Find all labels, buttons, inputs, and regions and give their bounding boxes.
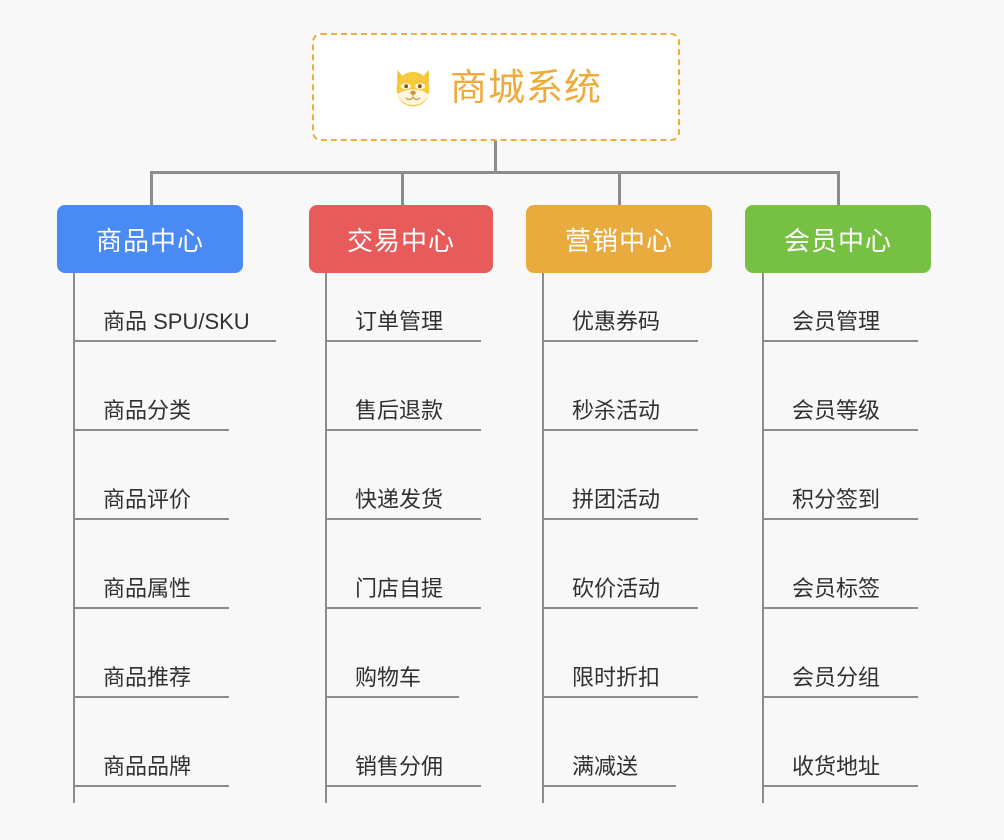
connector-horizontal-bus xyxy=(150,171,840,174)
category-node-3[interactable]: 会员中心 xyxy=(745,205,931,273)
leaf-label-3-5: 收货地址 xyxy=(792,754,881,779)
leaf-label-2-0: 优惠券码 xyxy=(572,309,661,334)
leaf-item-3-2[interactable]: 积分签到 xyxy=(762,489,918,520)
leaf-label-2-5: 满减送 xyxy=(572,754,639,779)
leaf-label-1-2: 快递发货 xyxy=(355,487,444,512)
leaf-item-0-0[interactable]: 商品 SPU/SKU xyxy=(73,311,276,342)
leaf-item-3-5[interactable]: 收货地址 xyxy=(762,756,918,787)
root-node-title: 商城系统 xyxy=(450,66,602,108)
root-node-shopping-system[interactable]: 商城系统 xyxy=(312,33,680,141)
leaf-item-3-3[interactable]: 会员标签 xyxy=(762,578,918,609)
leaf-item-1-1[interactable]: 售后退款 xyxy=(325,400,481,431)
category-label-1: 交易中心 xyxy=(346,225,455,256)
leaf-item-3-4[interactable]: 会员分组 xyxy=(762,667,918,698)
leaf-label-1-5: 销售分佣 xyxy=(355,754,444,779)
leaf-label-0-2: 商品评价 xyxy=(103,487,192,512)
leaf-label-3-0: 会员管理 xyxy=(792,309,881,334)
leaf-label-2-2: 拼团活动 xyxy=(572,487,661,512)
leaf-item-0-5[interactable]: 商品品牌 xyxy=(73,756,229,787)
leaf-item-1-2[interactable]: 快递发货 xyxy=(325,489,481,520)
leaf-label-2-1: 秒杀活动 xyxy=(572,398,661,423)
leaf-item-2-2[interactable]: 拼团活动 xyxy=(542,489,698,520)
category-node-1[interactable]: 交易中心 xyxy=(309,205,493,273)
leaf-item-1-3[interactable]: 门店自提 xyxy=(325,578,481,609)
connector-drop-col-2 xyxy=(618,171,621,207)
category-label-2: 营销中心 xyxy=(564,225,673,256)
leaf-item-1-0[interactable]: 订单管理 xyxy=(325,311,481,342)
leaf-label-1-3: 门店自提 xyxy=(355,576,444,601)
leaf-label-1-4: 购物车 xyxy=(355,665,422,690)
leaf-label-3-4: 会员分组 xyxy=(792,665,881,690)
category-label-3: 会员中心 xyxy=(783,225,892,256)
leaf-label-0-3: 商品属性 xyxy=(103,576,192,601)
leaf-label-2-4: 限时折扣 xyxy=(572,665,661,690)
category-node-2[interactable]: 营销中心 xyxy=(526,205,712,273)
leaf-item-0-1[interactable]: 商品分类 xyxy=(73,400,229,431)
column-spine-2 xyxy=(542,273,544,803)
leaf-item-0-2[interactable]: 商品评价 xyxy=(73,489,229,520)
category-label-0: 商品中心 xyxy=(95,225,204,256)
connector-drop-col-1 xyxy=(401,171,404,207)
leaf-item-0-3[interactable]: 商品属性 xyxy=(73,578,229,609)
leaf-label-1-0: 订单管理 xyxy=(355,309,444,334)
leaf-item-2-4[interactable]: 限时折扣 xyxy=(542,667,698,698)
leaf-label-3-2: 积分签到 xyxy=(792,487,881,512)
leaf-label-0-4: 商品推荐 xyxy=(103,665,192,690)
leaf-label-2-3: 砍价活动 xyxy=(572,576,661,601)
leaf-item-2-1[interactable]: 秒杀活动 xyxy=(542,400,698,431)
column-spine-1 xyxy=(325,273,327,803)
category-node-0[interactable]: 商品中心 xyxy=(57,205,243,273)
leaf-item-2-3[interactable]: 砍价活动 xyxy=(542,578,698,609)
leaf-item-3-1[interactable]: 会员等级 xyxy=(762,400,918,431)
leaf-item-2-0[interactable]: 优惠券码 xyxy=(542,311,698,342)
connector-root-stem xyxy=(494,141,497,173)
leaf-item-1-4[interactable]: 购物车 xyxy=(325,667,459,698)
leaf-item-0-4[interactable]: 商品推荐 xyxy=(73,667,229,698)
leaf-label-0-5: 商品品牌 xyxy=(103,754,192,779)
leaf-item-1-5[interactable]: 销售分佣 xyxy=(325,756,481,787)
column-spine-0 xyxy=(73,273,75,803)
leaf-item-2-5[interactable]: 满减送 xyxy=(542,756,676,787)
leaf-item-3-0[interactable]: 会员管理 xyxy=(762,311,918,342)
leaf-label-1-1: 售后退款 xyxy=(355,398,444,423)
connector-drop-col-0 xyxy=(150,171,153,207)
dog-face-icon xyxy=(396,69,430,107)
leaf-label-0-1: 商品分类 xyxy=(103,398,192,423)
leaf-label-0-0: 商品 SPU/SKU xyxy=(103,309,250,334)
column-spine-3 xyxy=(762,273,764,803)
connector-drop-col-3 xyxy=(837,171,840,207)
leaf-label-3-3: 会员标签 xyxy=(792,576,881,601)
leaf-label-3-1: 会员等级 xyxy=(792,398,881,423)
